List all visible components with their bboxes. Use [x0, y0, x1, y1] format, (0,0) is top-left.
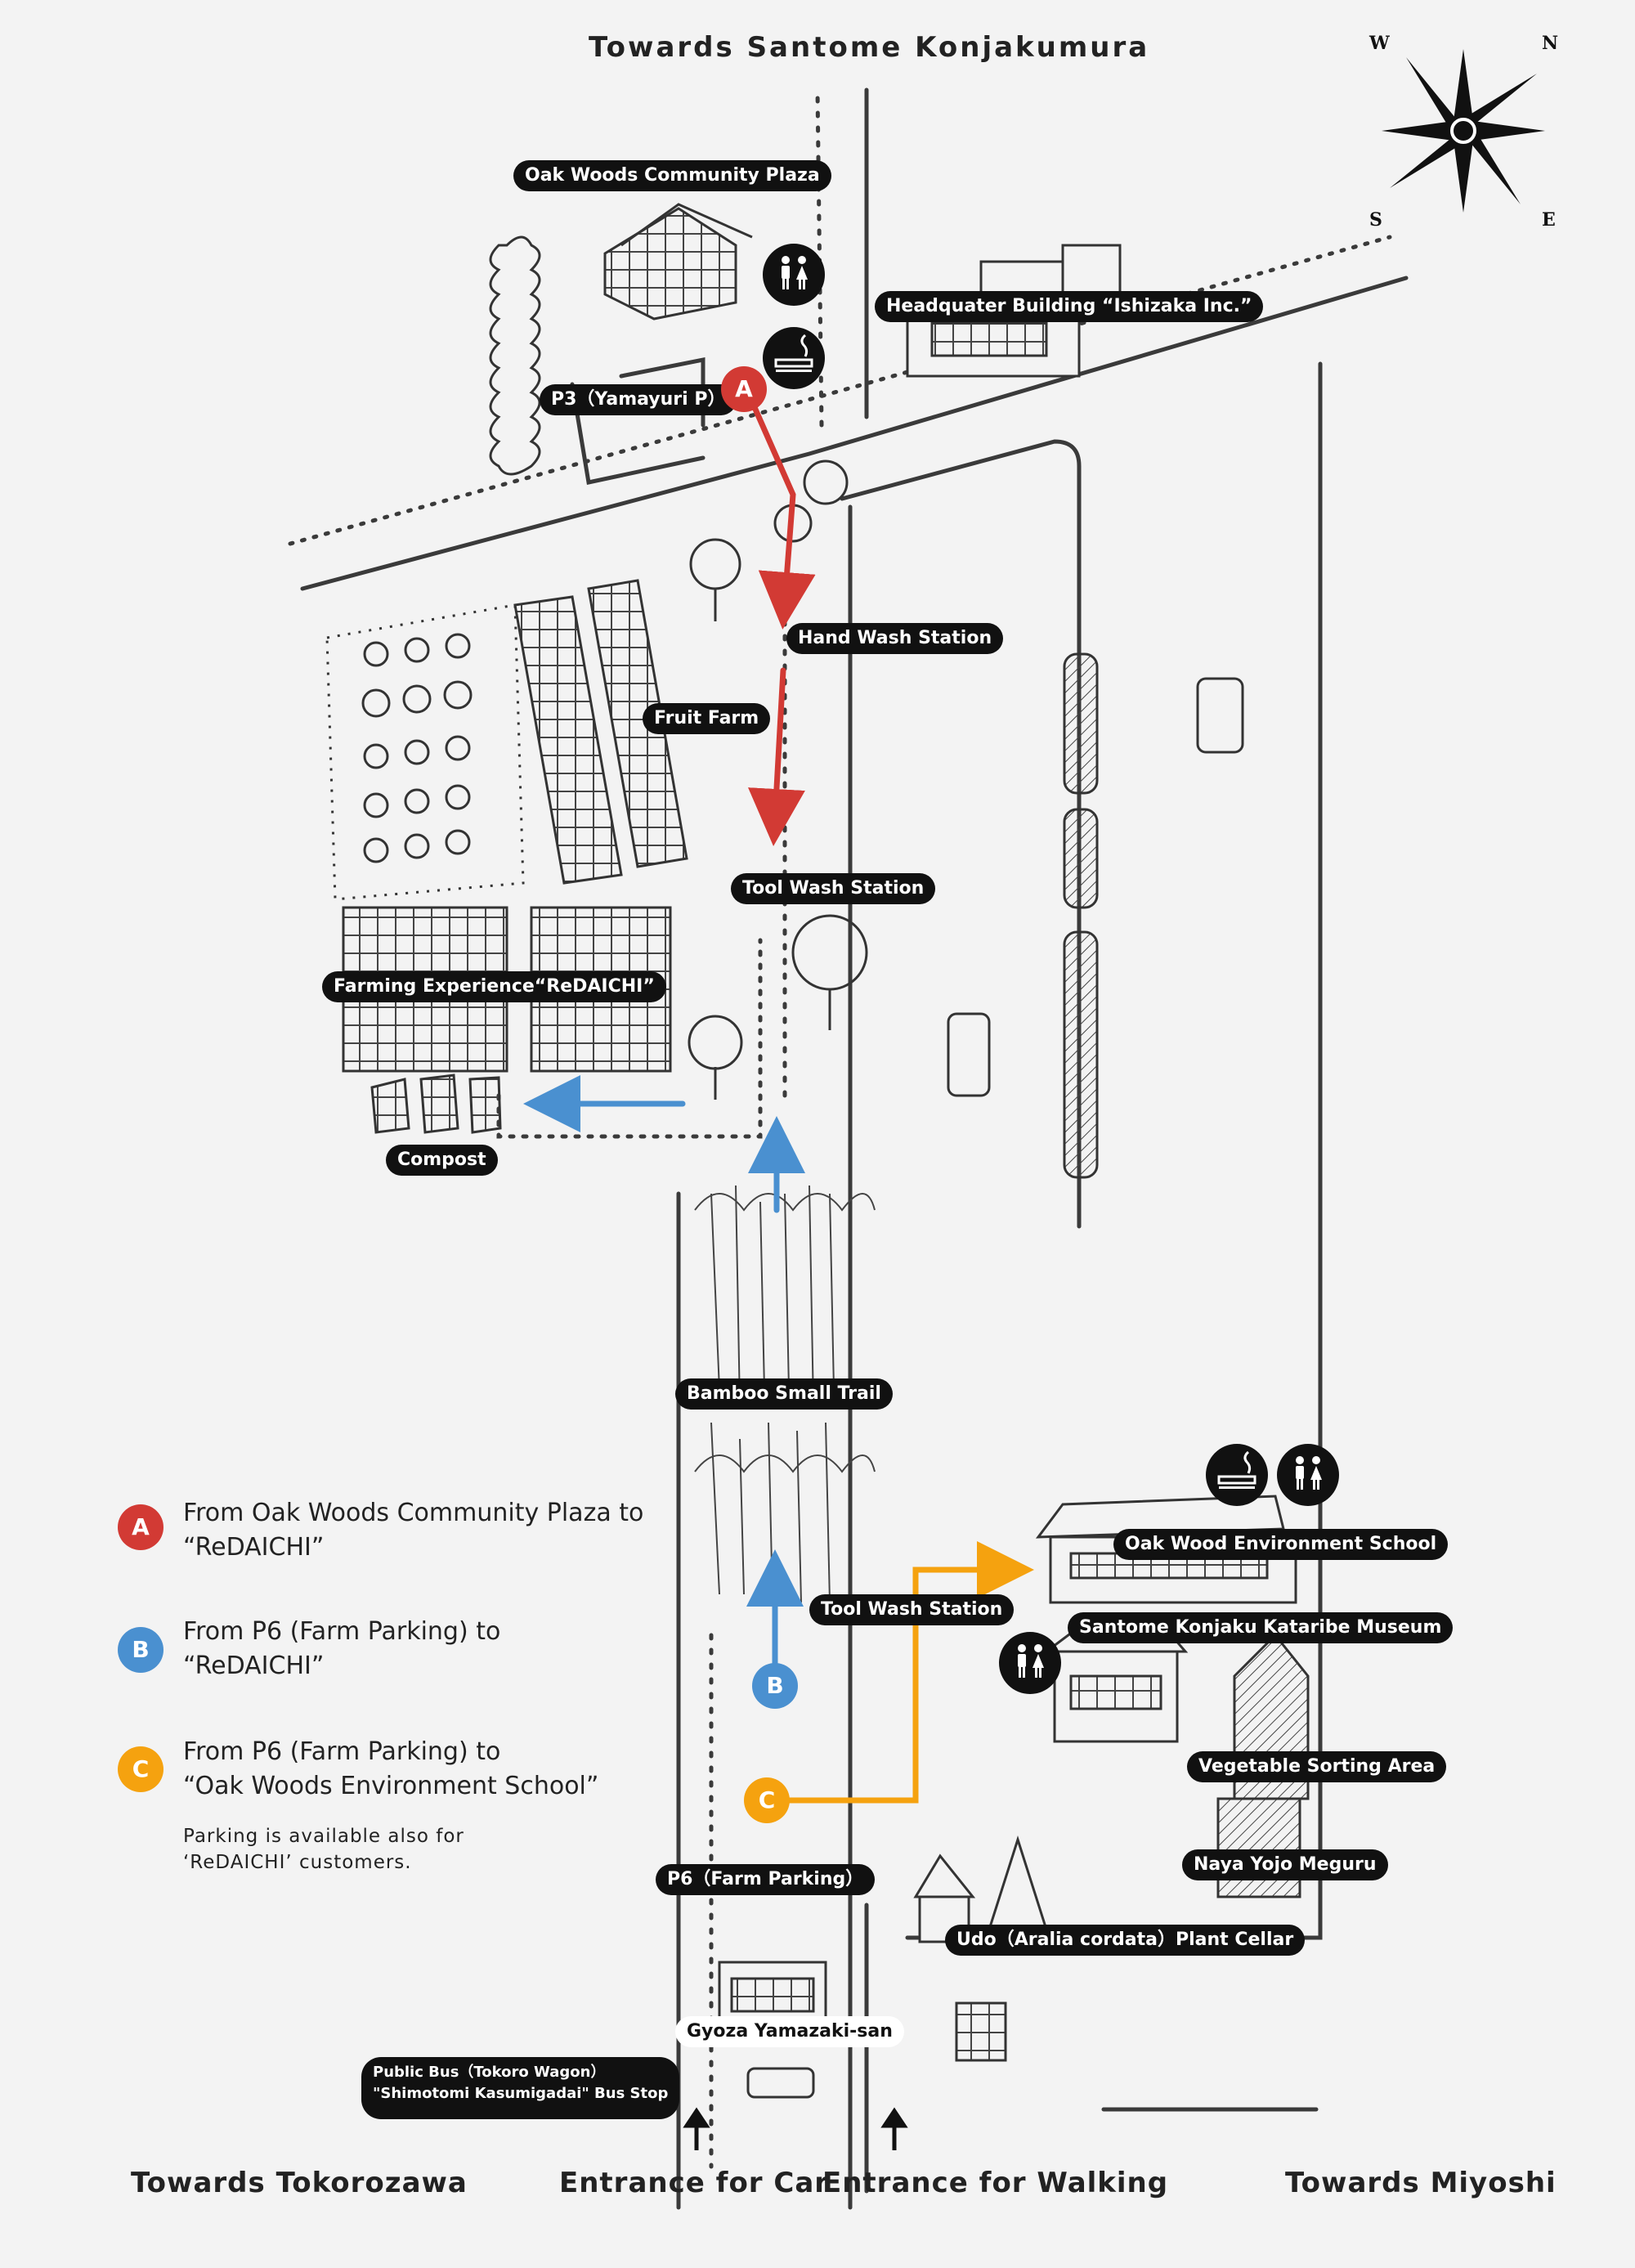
legend-key-a: A — [118, 1504, 164, 1550]
label-bamboo-trail[interactable]: Bamboo Small Trail — [675, 1378, 893, 1410]
label-hand-wash[interactable]: Hand Wash Station — [786, 623, 1004, 654]
smoking-area-icon-2 — [1206, 1444, 1268, 1506]
legend-c-line2: “Oak Woods Environment School” — [183, 1772, 599, 1800]
restroom-icon-3 — [999, 1632, 1061, 1694]
heading-towards-miyoshi: Towards Miyoshi — [1285, 2167, 1557, 2199]
legend-key-b: B — [118, 1627, 164, 1673]
vehicles — [746, 677, 1244, 2099]
parking-note-line1: Parking is available also for — [183, 1826, 464, 1847]
restroom-icon-2 — [1277, 1444, 1339, 1506]
label-vegetable-sorting[interactable]: Vegetable Sorting Area — [1187, 1751, 1447, 1782]
restroom-icon — [763, 244, 825, 306]
heading-towards-santome: Towards Santome Konjakumura — [589, 31, 1150, 64]
label-gyoza[interactable]: Gyoza Yamazaki-san — [675, 2016, 904, 2047]
heading-towards-tokorozawa: Towards Tokorozawa — [131, 2167, 468, 2199]
label-tool-wash-2[interactable]: Tool Wash Station — [809, 1594, 1015, 1625]
compass-s: S — [1369, 209, 1382, 231]
legend-text-a: From Oak Woods Community Plaza to “ReDAI… — [183, 1496, 643, 1565]
entrance-arrows — [683, 2107, 908, 2150]
heading-entrance-car: Entrance for Car — [559, 2167, 830, 2199]
compass-e: E — [1542, 209, 1556, 231]
compost-bins — [370, 1073, 502, 1134]
legend-text-b: From P6 (Farm Parking) to “ReDAICHI” — [183, 1615, 500, 1683]
bus-stop-line2: "Shimotomi Kasumigadai" Bus Stop — [373, 2085, 669, 2102]
legend-b-line2: “ReDAICHI” — [183, 1652, 325, 1680]
compass-n: N — [1542, 33, 1559, 54]
hatched-strips — [1063, 652, 1099, 1179]
heading-entrance-walking: Entrance for Walking — [822, 2167, 1169, 2199]
smoking-area-icon — [763, 327, 825, 389]
label-farming-experience[interactable]: Farming Experience“ReDAICHI” — [322, 971, 666, 1002]
route-c — [782, 1541, 1034, 1804]
label-udo-cellar[interactable]: Udo（Aralia cordata）Plant Cellar — [945, 1925, 1306, 1956]
legend-text-c: From P6 (Farm Parking) to “Oak Woods Env… — [183, 1735, 598, 1804]
bus-stop-line1: Public Bus（Tokoro Wagon） — [373, 2064, 606, 2081]
bamboo-area — [694, 1185, 876, 1603]
compass — [1382, 49, 1545, 213]
legend-a-line2: “ReDAICHI” — [183, 1533, 325, 1562]
route-a — [745, 389, 816, 846]
route-b — [523, 1075, 805, 1671]
compass-w: W — [1369, 33, 1390, 54]
label-fruit-farm[interactable]: Fruit Farm — [643, 703, 771, 734]
label-compost[interactable]: Compost — [386, 1145, 498, 1176]
legend-a-line1: From Oak Woods Community Plaza to — [183, 1499, 644, 1527]
route-marker-a[interactable]: A — [721, 366, 767, 412]
legend-key-c: C — [118, 1746, 164, 1792]
label-headquarters[interactable]: Headquater Building “Ishizaka Inc.” — [875, 291, 1264, 322]
label-p3[interactable]: P3（Yamayuri P） — [540, 384, 737, 415]
label-p6[interactable]: P6（Farm Parking） — [656, 1864, 876, 1895]
legend-c-line1: From P6 (Farm Parking) to — [183, 1737, 501, 1766]
route-marker-b[interactable]: B — [752, 1663, 798, 1709]
parking-note-line2: ‘ReDAICHI’ customers. — [183, 1852, 412, 1873]
naya-building — [1216, 1797, 1301, 1898]
label-tool-wash-1[interactable]: Tool Wash Station — [731, 873, 936, 904]
trees — [688, 459, 868, 1100]
farm-plants — [361, 633, 473, 863]
label-env-school[interactable]: Oak Wood Environment School — [1113, 1529, 1449, 1560]
hedge-left — [489, 235, 541, 476]
route-marker-c[interactable]: C — [744, 1777, 790, 1823]
label-oak-plaza[interactable]: Oak Woods Community Plaza — [513, 160, 831, 191]
legend-b-line1: From P6 (Farm Parking) to — [183, 1617, 501, 1646]
label-naya[interactable]: Naya Yojo Meguru — [1182, 1849, 1388, 1880]
label-bus-stop[interactable]: Public Bus（Tokoro Wagon） "Shimotomi Kasu… — [361, 2057, 680, 2119]
oak-plaza-building — [603, 203, 753, 320]
farm-field — [325, 579, 688, 1073]
label-museum[interactable]: Santome Konjaku Kataribe Museum — [1068, 1612, 1454, 1643]
parking-note: Parking is available also for ‘ReDAICHI’… — [183, 1823, 464, 1876]
